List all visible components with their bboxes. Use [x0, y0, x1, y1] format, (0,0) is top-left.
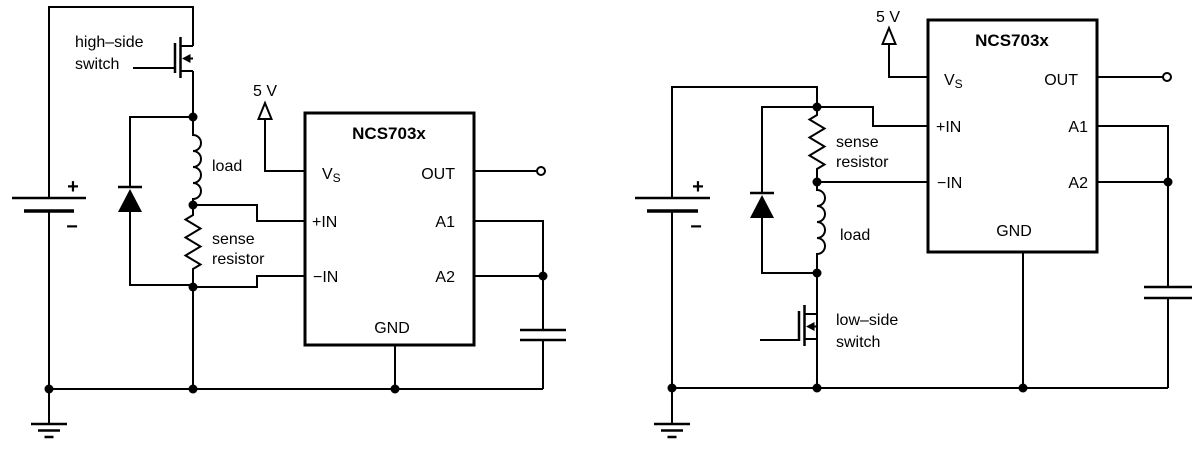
sense-label-line1: sense [836, 134, 879, 151]
ic-outline [926, 18, 1099, 254]
pin-out-label: OUT [421, 166, 455, 183]
junction-dots [44, 112, 548, 394]
diode-triangle [750, 195, 774, 218]
ground-bars [654, 422, 690, 439]
ic-part-number: NCS703x [975, 31, 1049, 50]
wire [129, 212, 193, 286]
junction-dot [188, 200, 198, 210]
wire [671, 86, 818, 198]
output-terminal [1162, 72, 1172, 82]
diode-symbol [750, 191, 774, 218]
junction-dot [1018, 383, 1028, 393]
ic-box: NCS703x VS OUT +IN A1 −IN A2 GND [926, 18, 1099, 254]
inductor-symbol [816, 182, 826, 273]
junction-dot [667, 383, 677, 393]
mosfet-body-arrow [806, 322, 815, 331]
pin-plus-in-label: +IN [936, 119, 961, 136]
diode-symbol [118, 185, 142, 212]
switch-label-line2: switch [75, 56, 119, 73]
supply-label: 5 V [253, 83, 277, 100]
junction-dot [188, 384, 198, 394]
mosfet-symbol [133, 37, 193, 78]
supply-arrowhead [257, 100, 273, 120]
pin-plus-in-label: +IN [312, 214, 337, 231]
left-circuit: + − high–side switch load sense resistor [12, 6, 566, 439]
battery-symbol: + − [12, 176, 86, 238]
junction-dot [44, 384, 54, 394]
battery-minus-label: − [66, 216, 78, 238]
ground-symbol [654, 388, 690, 439]
pin-a1-label: A1 [435, 214, 455, 231]
supply-arrow-icon: 5 V [876, 9, 928, 78]
inductor-coil [192, 117, 202, 205]
supply-arrow-icon: 5 V [253, 83, 305, 172]
sense-label-line2: resistor [836, 154, 889, 171]
switch-label-line1: high–side [75, 34, 144, 51]
resistor-zigzag [807, 107, 827, 182]
pin-gnd-label: GND [996, 223, 1032, 240]
battery-plus-label: + [692, 176, 704, 198]
mosfet-symbol [760, 305, 817, 346]
junction-dots [667, 102, 1173, 393]
resistor-zigzag [183, 205, 203, 287]
capacitor-symbol [1144, 285, 1192, 300]
battery-symbol: + − [635, 176, 710, 238]
wire [761, 218, 817, 274]
sense-label-line2: resistor [212, 251, 265, 268]
pin-minus-in-label: −IN [937, 175, 962, 192]
pin-a1-label: A1 [1068, 119, 1088, 136]
junction-dot [812, 383, 822, 393]
ic-box: NCS703x VS OUT +IN A1 −IN A2 GND [303, 111, 476, 347]
capacitor-symbol [520, 328, 566, 342]
ground-symbol [31, 389, 67, 439]
junction-dot [188, 282, 198, 292]
pin-vs-label: VS [944, 72, 963, 91]
pin-vs-label: VS [322, 166, 341, 185]
wire [761, 106, 817, 193]
sense-label-line1: sense [212, 231, 255, 248]
pin-minus-in-label: −IN [313, 269, 338, 286]
ground-bars [31, 422, 67, 439]
junction-dot [390, 384, 400, 394]
inductor-coil [816, 182, 826, 273]
junction-dot [812, 268, 822, 278]
resistor-symbol [807, 107, 827, 182]
wire-a1-a2 [1097, 125, 1169, 287]
junction-dot [1163, 177, 1173, 187]
pin-a2-label: A2 [435, 269, 455, 286]
output-terminal [536, 166, 546, 176]
wire-plus-in-tap [817, 106, 928, 127]
mosfet-body-arrow [182, 54, 191, 63]
pin-a2-label: A2 [1068, 175, 1088, 192]
wire [129, 116, 193, 187]
load-label: load [840, 227, 870, 244]
right-circuit: + − sense resistor load low–side switch [635, 9, 1192, 439]
wire-plus-in-tap [193, 204, 305, 222]
supply-label: 5 V [876, 9, 900, 26]
battery-minus-label: − [690, 216, 702, 238]
pin-gnd-label: GND [374, 320, 410, 337]
junction-dot [188, 112, 198, 122]
wire [48, 6, 194, 198]
resistor-symbol [183, 205, 203, 287]
ic-part-number: NCS703x [352, 124, 426, 143]
diode-triangle [118, 189, 142, 212]
switch-label-line1: low–side [836, 312, 898, 329]
inductor-symbol [192, 117, 202, 205]
switch-label-line2: switch [836, 334, 880, 351]
ic-outline [303, 111, 476, 347]
wire-minus-in-tap [193, 275, 305, 288]
supply-lead [888, 44, 928, 78]
load-label: load [212, 158, 242, 175]
junction-dot [538, 271, 548, 281]
supply-lead [264, 119, 305, 172]
supply-arrowhead [881, 25, 897, 45]
battery-plus-label: + [67, 176, 79, 198]
junction-dot [812, 102, 822, 112]
wire-a1-a2 [474, 220, 544, 330]
junction-dot [812, 177, 822, 187]
pin-out-label: OUT [1044, 72, 1078, 89]
